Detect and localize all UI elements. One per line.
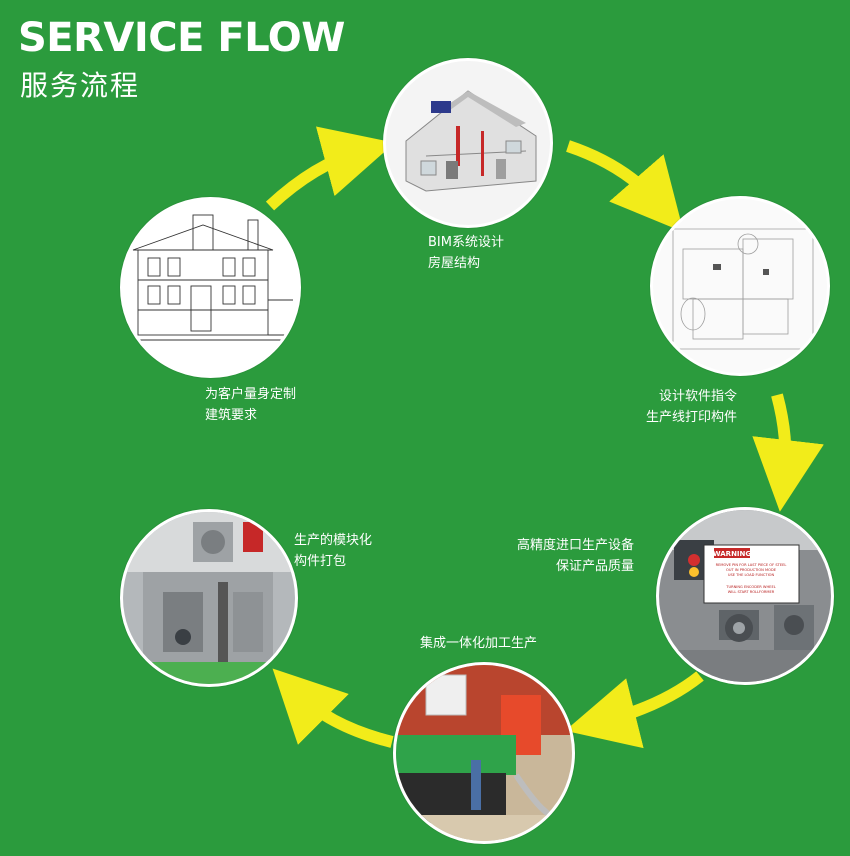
- warning-line2: OUT IN PRODUCTION MODE: [726, 568, 777, 572]
- floor-plan-drawing-picture: [653, 199, 827, 373]
- roll-forming-machine-picture: WARNING REMOVE PIN FOR LAST PIECE OF STE…: [659, 510, 831, 682]
- step-plan-line2: 生产线打印构件: [646, 410, 738, 425]
- step-label-custom: 为客户量身定制 建筑要求: [205, 384, 296, 426]
- warning-title: WARNING: [713, 550, 752, 558]
- step-custom-line1: 为客户量身定制: [205, 387, 297, 402]
- step-image-roll-former: WARNING REMOVE PIN FOR LAST PIECE OF STE…: [656, 507, 834, 685]
- title-english: SERVICE FLOW: [18, 15, 345, 61]
- step-label-bim: BIM系统设计 房屋结构: [428, 232, 504, 274]
- step-image-bim-house: [383, 58, 553, 228]
- arrow-custom-to-bim: [265, 126, 395, 211]
- arrow-bim-to-plan: [566, 140, 684, 233]
- house-bim-model-picture: [386, 61, 550, 225]
- step-image-modular-machine: [120, 509, 298, 687]
- custom-building-sketch-picture: [123, 200, 298, 375]
- step-image-floor-plan: [650, 196, 830, 376]
- step-image-custom-building: [120, 197, 301, 378]
- step-equipment-line2: 保证产品质量: [556, 559, 635, 574]
- step-bim-line2: 房屋结构: [428, 256, 481, 271]
- step-plan-line1: 设计软件指令: [659, 389, 738, 404]
- step-modular-line1: 生产的模块化: [294, 533, 373, 548]
- step-image-production-line: [393, 662, 575, 844]
- arrow-plan-to-machine: [752, 393, 824, 512]
- title-chinese: 服务流程: [20, 69, 141, 102]
- warning-line3: USE THE LOAD FUNCTION: [728, 573, 775, 577]
- step-equipment-line1: 高精度进口生产设备: [517, 538, 635, 553]
- step-label-plan: 设计软件指令 生产线打印构件: [646, 386, 737, 428]
- step-label-integrated: 集成一体化加工生产: [420, 633, 537, 654]
- arrow-line-to-modular: [272, 668, 394, 748]
- step-label-equipment: 高精度进口生产设备 保证产品质量: [517, 535, 634, 577]
- step-bim-line1: BIM系统设计: [428, 235, 504, 250]
- arrow-machine-to-line: [565, 671, 704, 749]
- step-modular-line2: 构件打包: [294, 554, 347, 569]
- warning-line1: REMOVE PIN FOR LAST PIECE OF STEEL: [716, 563, 787, 567]
- production-line-picture: [396, 665, 572, 841]
- step-custom-line2: 建筑要求: [205, 408, 258, 423]
- step-integrated-line1: 集成一体化加工生产: [420, 636, 538, 651]
- warning-line4: TURNING ENCODER WHEEL: [725, 585, 775, 589]
- warning-line5: WILL START ROLLFORMER: [728, 590, 775, 594]
- modular-component-machine-picture: [123, 512, 295, 684]
- step-label-modular: 生产的模块化 构件打包: [294, 530, 372, 572]
